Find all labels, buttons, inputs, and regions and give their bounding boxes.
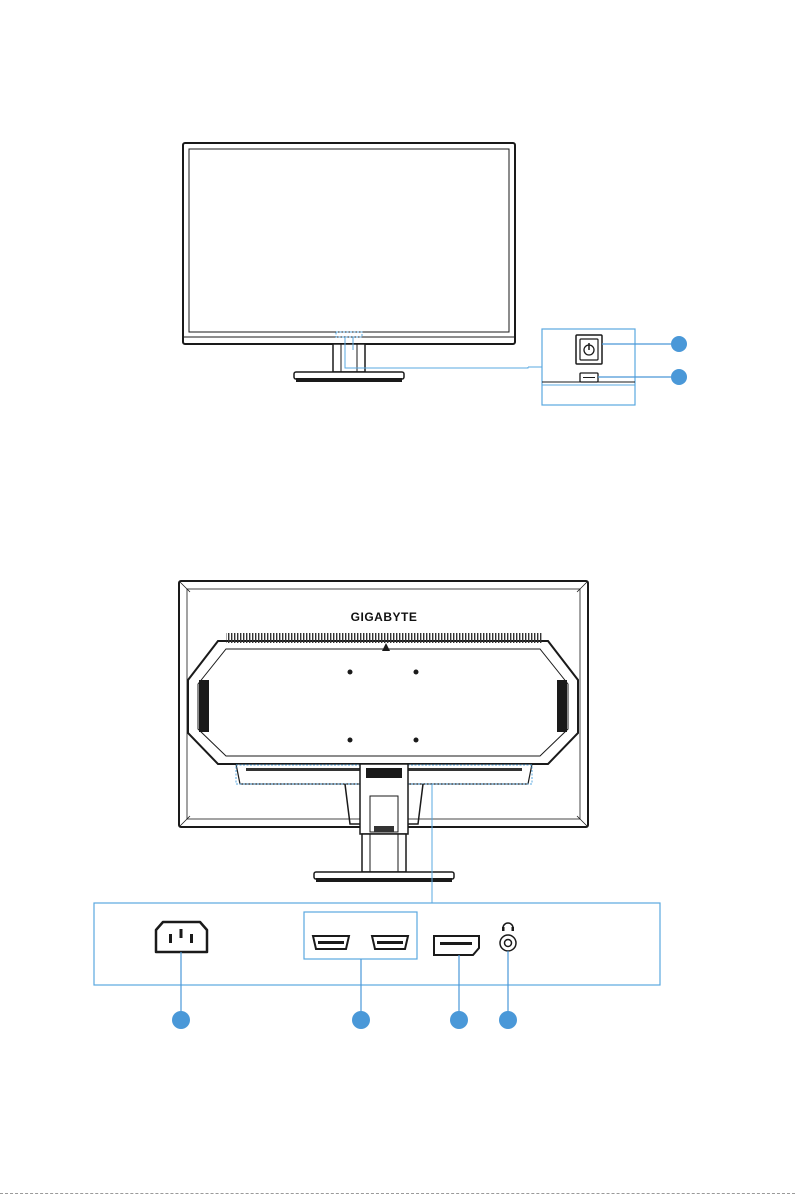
hdmi-port-icon (372, 936, 408, 949)
displayport-icon (434, 936, 479, 955)
rear-view: GIGABYTE (94, 581, 660, 1029)
power-indicator-icon (580, 373, 598, 382)
ac-power-socket-icon (156, 922, 207, 952)
front-stand (294, 344, 404, 382)
front-view (183, 143, 687, 405)
rear-housing (188, 633, 578, 764)
power-button-icon (576, 335, 602, 364)
hdmi-port-icon (313, 936, 349, 949)
headphone-jack-icon (500, 935, 516, 951)
gigabyte-logo: GIGABYTE (351, 610, 418, 624)
page-bottom-rule (0, 1193, 795, 1194)
svg-text:GIGABYTE: GIGABYTE (351, 610, 418, 624)
front-screen (190, 150, 508, 331)
